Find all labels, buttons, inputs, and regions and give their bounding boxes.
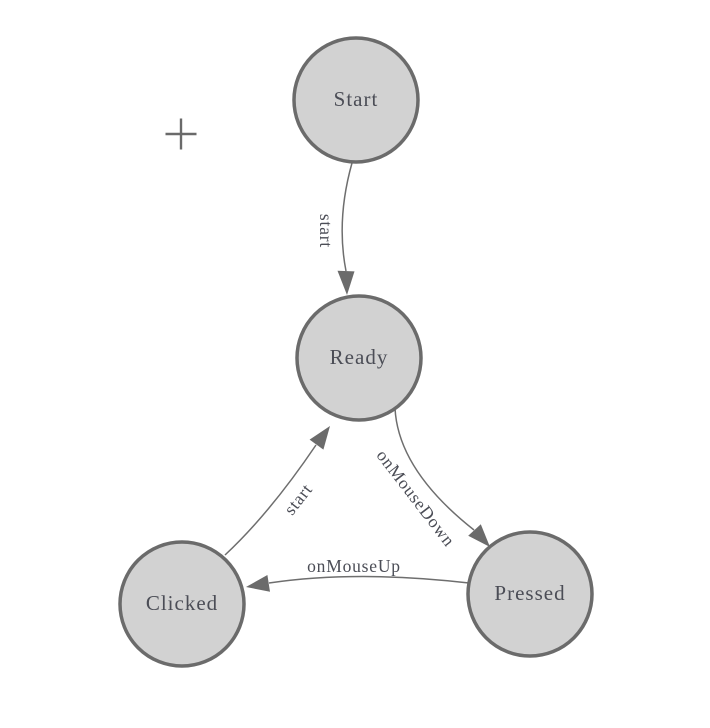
plus-crosshair-icon[interactable] bbox=[165, 118, 197, 150]
node-clicked-label: Clicked bbox=[146, 591, 218, 615]
edge-clicked-to-ready-path[interactable] bbox=[224, 444, 317, 556]
edge-pressed-to-clicked-arrowhead-icon bbox=[246, 575, 270, 592]
node-start-label: Start bbox=[334, 87, 379, 111]
node-start[interactable]: Start bbox=[292, 36, 420, 164]
edge-label-onmouseup: onMouseUp bbox=[307, 556, 401, 576]
edge-pressed-to-clicked-path[interactable] bbox=[268, 575, 470, 584]
edge-clicked-to-ready-arrowhead-icon bbox=[309, 426, 330, 450]
node-start-circle[interactable] bbox=[292, 36, 420, 164]
node-ready-circle[interactable] bbox=[295, 294, 423, 422]
node-pressed[interactable]: Pressed bbox=[466, 530, 594, 658]
node-ready[interactable]: Ready bbox=[295, 294, 423, 422]
node-pressed-circle[interactable] bbox=[466, 530, 594, 658]
edge-start-to-ready[interactable]: start bbox=[316, 162, 355, 295]
node-ready-label: Ready bbox=[330, 345, 389, 369]
edge-ready-to-pressed-path[interactable] bbox=[394, 407, 475, 531]
edge-pressed-to-clicked[interactable]: onMouseUp bbox=[246, 556, 470, 592]
node-clicked-circle[interactable] bbox=[118, 540, 246, 668]
node-pressed-label: Pressed bbox=[494, 581, 565, 605]
node-clicked[interactable]: Clicked bbox=[118, 540, 246, 668]
edge-ready-to-pressed-arrowhead-icon bbox=[468, 524, 490, 547]
edge-start-to-ready-path[interactable] bbox=[341, 162, 353, 272]
edge-start-to-ready-arrowhead-icon bbox=[337, 270, 355, 295]
edge-label-start-1: start bbox=[316, 214, 336, 248]
